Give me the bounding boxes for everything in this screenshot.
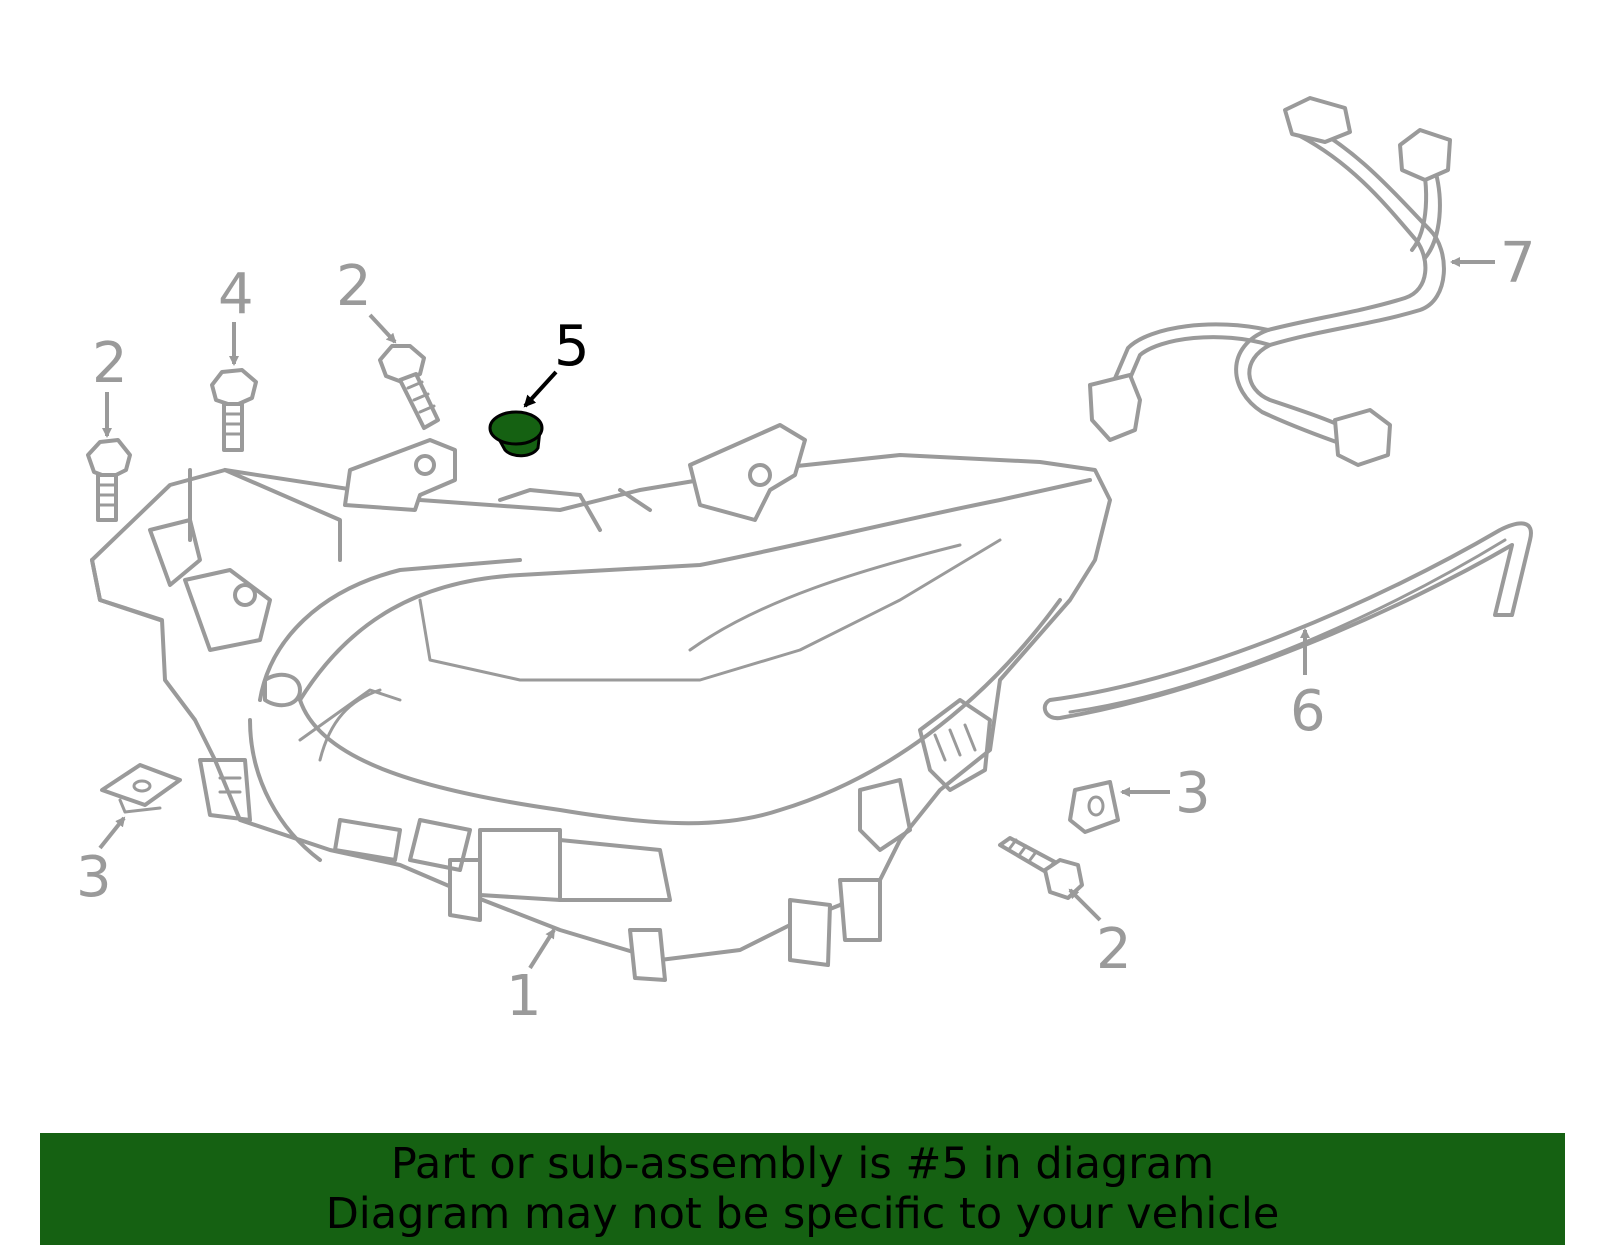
callout-label-2: 2 <box>92 331 128 396</box>
bolt-2-middle <box>378 344 440 430</box>
info-banner: Part or sub-assembly is #5 in diagram Di… <box>40 1133 1565 1245</box>
headlamp-assembly <box>90 423 1112 982</box>
banner-line-disclaimer: Diagram may not be specific to your vehi… <box>325 1189 1280 1239</box>
callout-label-2: 2 <box>1096 917 1132 982</box>
callout-arrows <box>98 257 1495 970</box>
wiring-harness-7 <box>1088 96 1452 467</box>
callout-label-3: 3 <box>76 845 112 910</box>
bolt-2-left <box>86 438 132 522</box>
callout-label-1: 1 <box>506 964 542 1029</box>
callout-label-4: 4 <box>218 262 254 327</box>
callout-label-2: 2 <box>336 254 372 319</box>
clip-3-left <box>100 763 182 814</box>
bolt-2-right <box>998 836 1084 900</box>
callout-label-5: 5 <box>554 314 590 379</box>
callout-label-3: 3 <box>1175 761 1211 826</box>
trim-strip-6 <box>1042 521 1533 721</box>
clip-3-right <box>1068 780 1120 834</box>
banner-line-part-number: Part or sub-assembly is #5 in diagram <box>390 1139 1215 1189</box>
callout-label-7: 7 <box>1500 231 1536 296</box>
callout-labels: 2 4 2 5 7 6 3 2 3 1 <box>76 231 1536 1029</box>
bolt-4 <box>210 368 258 452</box>
callout-label-6: 6 <box>1290 679 1326 744</box>
grommet-part-5 <box>488 410 544 458</box>
